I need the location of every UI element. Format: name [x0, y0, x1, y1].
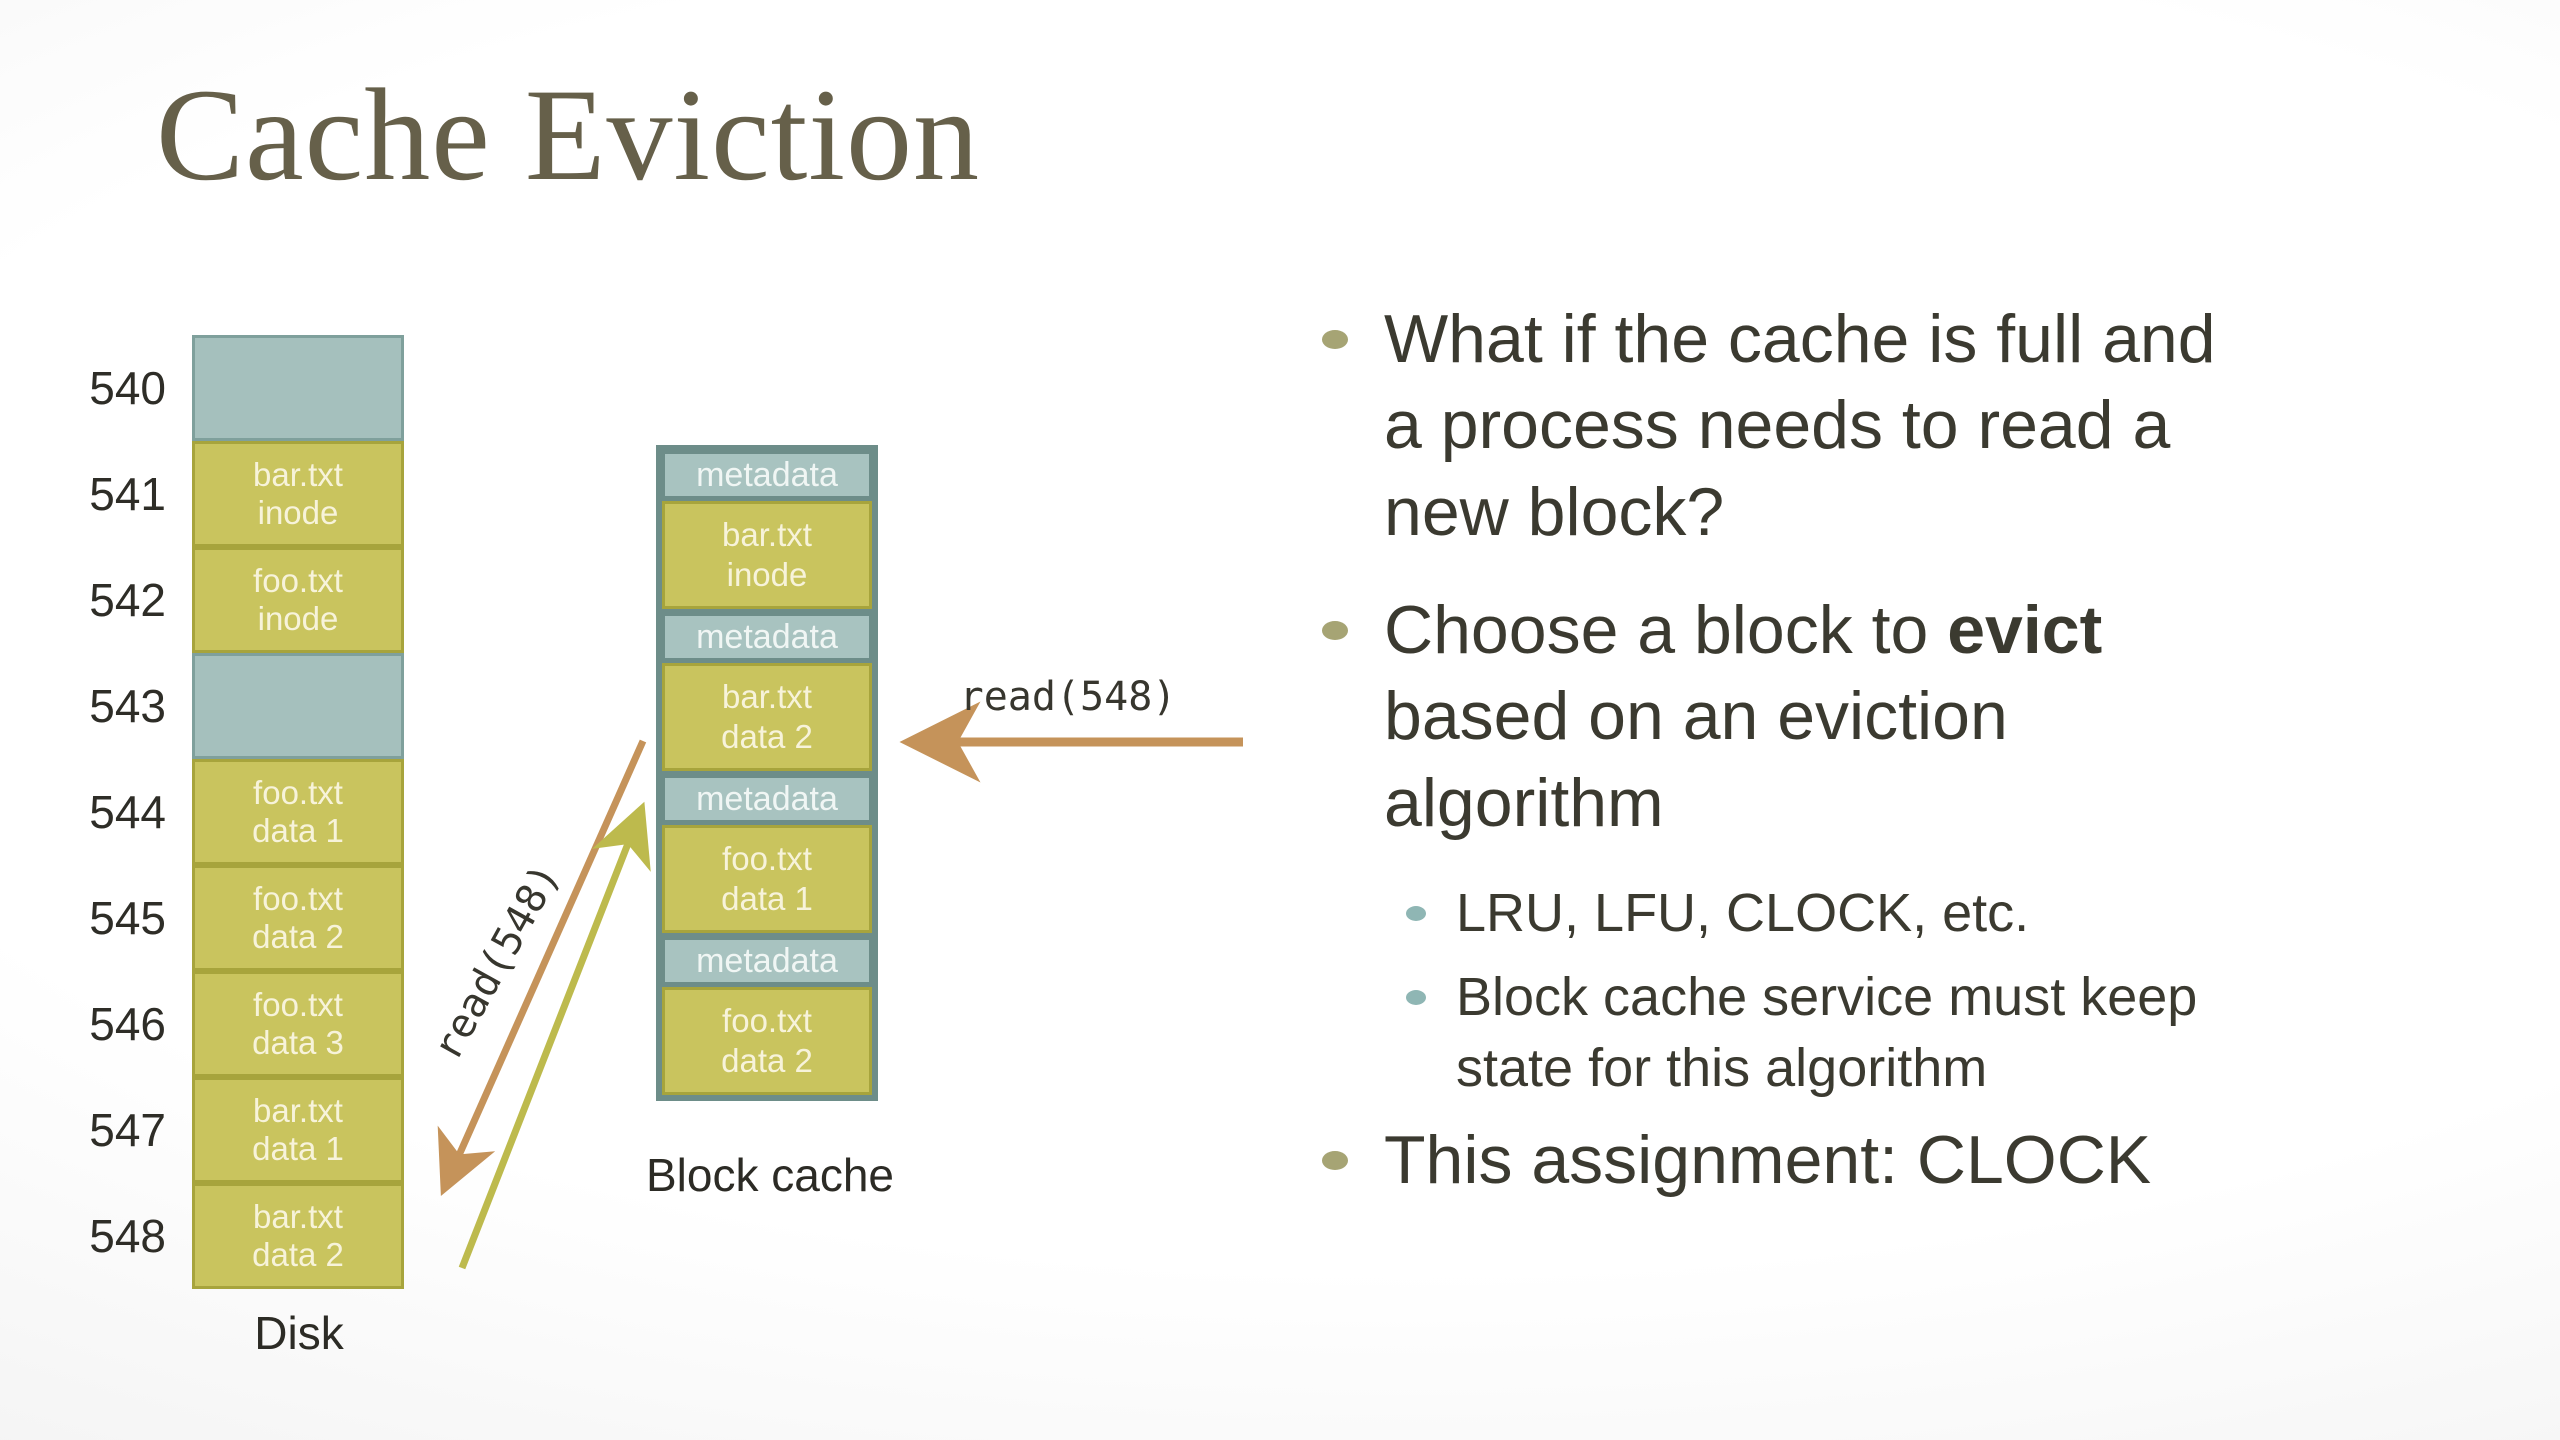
- bullet-text: Choose a block to evict based on an evic…: [1384, 587, 2102, 846]
- block-cache-caption: Block cache: [645, 1149, 895, 1201]
- block-file-label: bar.txt: [722, 516, 812, 554]
- block-file-label: foo.txt: [253, 774, 343, 812]
- block-file-label: foo.txt: [253, 986, 343, 1024]
- disk-row: 542 foo.txt inode: [40, 547, 404, 653]
- block-file-label: foo.txt: [722, 1002, 812, 1040]
- disk-block-number: 546: [89, 998, 166, 1050]
- disk-block-number: 545: [89, 892, 166, 944]
- block-part-label: data 3: [252, 1024, 344, 1061]
- block-part-label: data 2: [721, 718, 813, 755]
- read-call-label-horizontal: read(548): [959, 674, 1177, 720]
- disk-block-544: foo.txt data 1: [192, 759, 404, 865]
- block-file-label: bar.txt: [253, 456, 343, 494]
- bullet-text-post: based on an eviction algorithm: [1384, 678, 2008, 841]
- disk-row: 540: [40, 335, 404, 441]
- disk-row: 541 bar.txt inode: [40, 441, 404, 547]
- disk-block-548: bar.txt data 2: [192, 1183, 404, 1289]
- bullet-dot-icon: [1322, 330, 1348, 349]
- read-call-label-diagonal: read(548): [424, 856, 570, 1068]
- disk-row: 546 foo.txt data 3: [40, 971, 404, 1077]
- disk-row: 545 foo.txt data 2: [40, 865, 404, 971]
- block-part-label: data 1: [721, 880, 813, 917]
- disk-block-number: 541: [89, 468, 166, 520]
- bullet-choose-evict: Choose a block to evict based on an evic…: [1322, 587, 2537, 846]
- cache-metadata-bar: metadata: [662, 937, 872, 985]
- cache-entry-bar-data2: bar.txt data 2: [662, 663, 872, 771]
- block-cache-column: metadata bar.txt inode metadata bar.txt …: [656, 445, 878, 1101]
- subbullet-dot-icon: [1406, 990, 1426, 1006]
- bullet-text-bold: evict: [1947, 592, 2103, 669]
- block-file-label: foo.txt: [722, 840, 812, 878]
- slide-title: Cache Eviction: [156, 61, 981, 208]
- cache-metadata-bar: metadata: [662, 775, 872, 823]
- subbullet-text: LRU, LFU, CLOCK, etc.: [1456, 883, 2030, 944]
- bullet-dot-icon: [1322, 1150, 1348, 1170]
- disk-block-542: foo.txt inode: [192, 547, 404, 653]
- cache-entry-bar-inode: bar.txt inode: [662, 501, 872, 609]
- disk-caption: Disk: [254, 1307, 344, 1359]
- block-part-label: inode: [257, 600, 339, 637]
- disk-block-541: bar.txt inode: [192, 441, 404, 547]
- block-file-label: foo.txt: [253, 562, 343, 600]
- block-file-label: foo.txt: [253, 880, 343, 918]
- bullet-text: What if the cache is full and a process …: [1384, 301, 2216, 550]
- bullet-text: This assignment: CLOCK: [1384, 1121, 2152, 1198]
- block-file-label: bar.txt: [253, 1092, 343, 1130]
- block-part-label: data 2: [721, 1042, 813, 1079]
- block-file-label: bar.txt: [253, 1198, 343, 1236]
- disk-row: 548 bar.txt data 2: [40, 1183, 404, 1289]
- subbullet-dot-icon: [1406, 906, 1426, 922]
- disk-block-547: bar.txt data 1: [192, 1077, 404, 1183]
- block-part-label: data 1: [252, 812, 344, 849]
- cache-metadata-bar: metadata: [662, 451, 872, 499]
- disk-block-540-free: [192, 335, 404, 441]
- disk-block-number: 540: [89, 362, 166, 414]
- disk-row: 543: [40, 653, 404, 759]
- disk-block-546: foo.txt data 3: [192, 971, 404, 1077]
- disk-row: 544 foo.txt data 1: [40, 759, 404, 865]
- disk-block-number: 547: [89, 1104, 166, 1156]
- disk-row: 547 bar.txt data 1: [40, 1077, 404, 1183]
- subbullet-algorithms: LRU, LFU, CLOCK, etc.: [1406, 878, 2537, 948]
- block-part-label: data 1: [252, 1130, 344, 1167]
- subbullet-text: Block cache service must keep state for …: [1456, 967, 2198, 1098]
- subbullet-keep-state: Block cache service must keep state for …: [1406, 962, 2537, 1102]
- disk-block-number: 543: [89, 680, 166, 732]
- disk-block-number: 542: [89, 574, 166, 626]
- bullet-text-pre: Choose a block to: [1384, 592, 1948, 669]
- disk-block-543-free: [192, 653, 404, 759]
- disk-block-545: foo.txt data 2: [192, 865, 404, 971]
- disk-block-number: 544: [89, 786, 166, 838]
- disk-block-number: 548: [89, 1210, 166, 1262]
- block-file-label: bar.txt: [722, 678, 812, 716]
- cache-entry-foo-data1: foo.txt data 1: [662, 825, 872, 933]
- cache-metadata-bar: metadata: [662, 613, 872, 661]
- block-part-label: data 2: [252, 1236, 344, 1273]
- block-part-label: inode: [726, 556, 808, 593]
- bullet-cache-full: What if the cache is full and a process …: [1322, 296, 2537, 555]
- cache-entry-foo-data2: foo.txt data 2: [662, 987, 872, 1095]
- disk-column: 540 541 bar.txt inode 542 foo.txt inode …: [40, 335, 404, 1289]
- bullet-list: What if the cache is full and a process …: [1322, 296, 2537, 1235]
- block-part-label: data 2: [252, 918, 344, 955]
- block-part-label: inode: [257, 494, 339, 531]
- bullet-assignment-clock: This assignment: CLOCK: [1322, 1117, 2537, 1203]
- bullet-dot-icon: [1322, 621, 1348, 641]
